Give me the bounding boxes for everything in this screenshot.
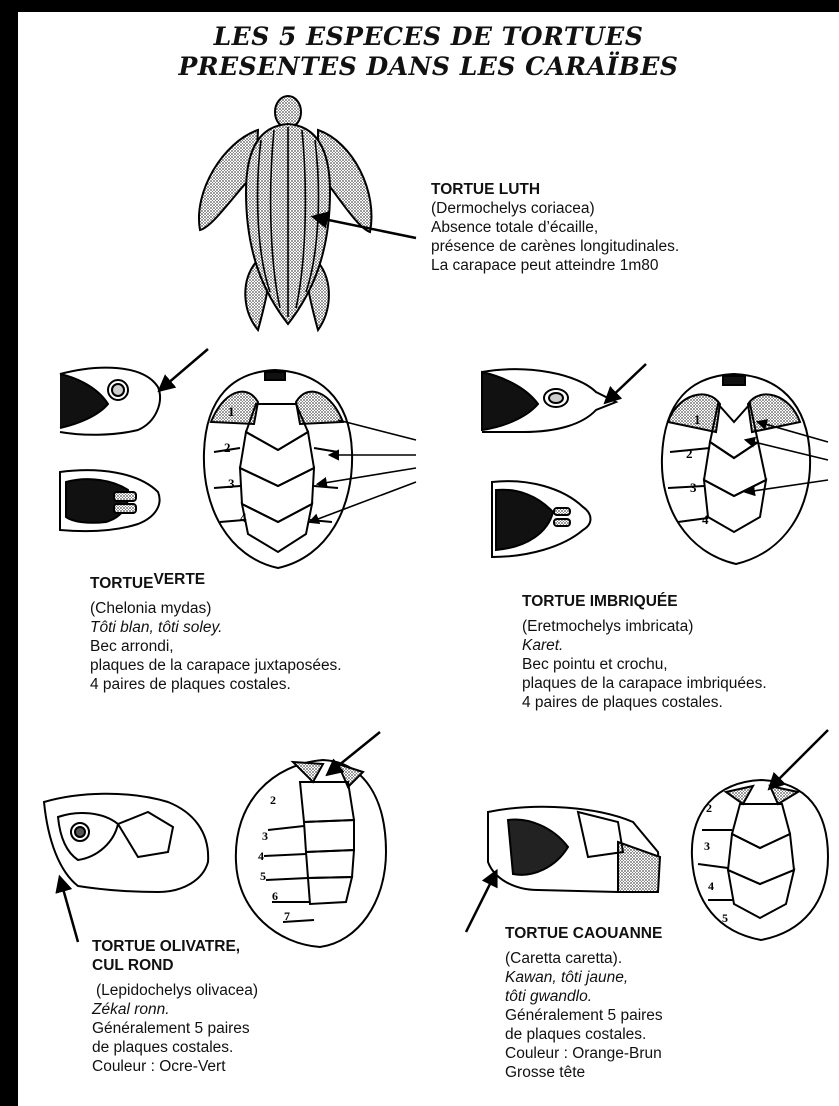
olive-scute-label: 3	[262, 829, 268, 843]
hawksbill-scute-label: 1	[694, 412, 701, 427]
loggerhead-carapace	[692, 730, 828, 940]
caption-imbriquee: TORTUE IMBRIQUÉE (Eretmochelys imbricata…	[522, 592, 767, 712]
description-line: plaques de la carapace imbriquées.	[522, 674, 767, 693]
olive-ridley-head	[44, 794, 208, 942]
description-line: Généralement 5 paires	[505, 1006, 663, 1025]
poster: LES 5 ESPECES DE TORTUES PRESENTES DANS …	[18, 12, 839, 1106]
description-line: Couleur : Ocre-Vert	[92, 1057, 258, 1076]
olive-scute-label: 4	[258, 849, 264, 863]
species-name: TORTUEVERTE	[90, 574, 342, 593]
species-name: TORTUE IMBRIQUÉE	[522, 592, 767, 611]
caption-verte: TORTUEVERTE (Chelonia mydas) Tôti blan, …	[90, 574, 342, 694]
species-name-line-2: CUL ROND	[92, 956, 258, 975]
green-turtle-head-side	[60, 349, 208, 435]
green-scute-label: 4	[240, 510, 247, 525]
loggerhead-scute-label: 4	[708, 879, 714, 893]
loggerhead-scute-label: 2	[706, 801, 712, 815]
latin-name: (Eretmochelys imbricata)	[522, 617, 767, 636]
latin-name: (Lepidochelys olivacea)	[96, 981, 258, 1000]
description-line: 4 paires de plaques costales.	[522, 693, 767, 712]
hawksbill-head-top	[492, 481, 591, 557]
description-line: Bec pointu et crochu,	[522, 655, 767, 674]
caption-olivatre: TORTUE OLIVATRE, CUL ROND (Lepidochelys …	[92, 937, 258, 1076]
latin-name: (Chelonia mydas)	[90, 599, 342, 618]
olive-ridley-carapace	[236, 732, 386, 947]
description-line: La carapace peut atteindre 1m80	[431, 256, 679, 275]
green-turtle-carapace	[204, 370, 416, 568]
description-line: Bec arrondi,	[90, 637, 342, 656]
green-scute-label: 2	[224, 440, 231, 455]
green-turtle-head-top	[60, 470, 160, 531]
local-name-line-1: Kawan, tôti jaune,	[505, 968, 663, 987]
loggerhead-head	[466, 807, 660, 932]
olive-scute-label: 7	[284, 909, 290, 923]
green-scute-label: 3	[228, 476, 235, 491]
olive-scute-label: 2	[270, 793, 276, 807]
local-name-line-2: tôti gwandlo.	[505, 987, 663, 1006]
species-name-line-1: TORTUE OLIVATRE,	[92, 937, 258, 956]
hawksbill-head-side	[482, 364, 646, 432]
description-line: de plaques costales.	[505, 1025, 663, 1044]
species-name-suffix: VERTE	[153, 571, 205, 588]
species-name: TORTUE LUTH	[431, 180, 679, 199]
olive-scute-label: 6	[272, 889, 278, 903]
leatherback-turtle-drawing	[199, 96, 416, 330]
olive-scute-label: 5	[260, 869, 266, 883]
description-line: de plaques costales.	[92, 1038, 258, 1057]
description-line: plaques de la carapace juxtaposées.	[90, 656, 342, 675]
green-scute-label: 1	[228, 404, 235, 419]
loggerhead-scute-label: 5	[722, 911, 728, 925]
species-name-prefix: TORTUE	[90, 575, 153, 592]
description-line: Couleur : Orange-Brun	[505, 1044, 663, 1063]
caption-luth: TORTUE LUTH (Dermochelys coriacea) Absen…	[431, 180, 679, 275]
loggerhead-scute-label: 3	[704, 839, 710, 853]
hawksbill-carapace	[662, 374, 828, 564]
hawksbill-scute-label: 4	[702, 512, 709, 527]
caption-caouanne: TORTUE CAOUANNE (Caretta caretta). Kawan…	[505, 924, 663, 1082]
description-line: Absence totale d’écaille,	[431, 218, 679, 237]
local-name: Tôti blan, tôti soley.	[90, 618, 342, 637]
latin-name: (Caretta caretta).	[505, 949, 663, 968]
hawksbill-scute-label: 3	[690, 480, 697, 495]
description-line: présence de carènes longitudinales.	[431, 237, 679, 256]
description-line: Généralement 5 paires	[92, 1019, 258, 1038]
local-name: Zékal ronn.	[92, 1000, 258, 1019]
description-line: Grosse tête	[505, 1063, 663, 1082]
species-name: TORTUE CAOUANNE	[505, 924, 663, 943]
latin-name: (Dermochelys coriacea)	[431, 199, 679, 218]
hawksbill-scute-label: 2	[686, 446, 693, 461]
description-line: 4 paires de plaques costales.	[90, 675, 342, 694]
local-name: Karet.	[522, 636, 767, 655]
